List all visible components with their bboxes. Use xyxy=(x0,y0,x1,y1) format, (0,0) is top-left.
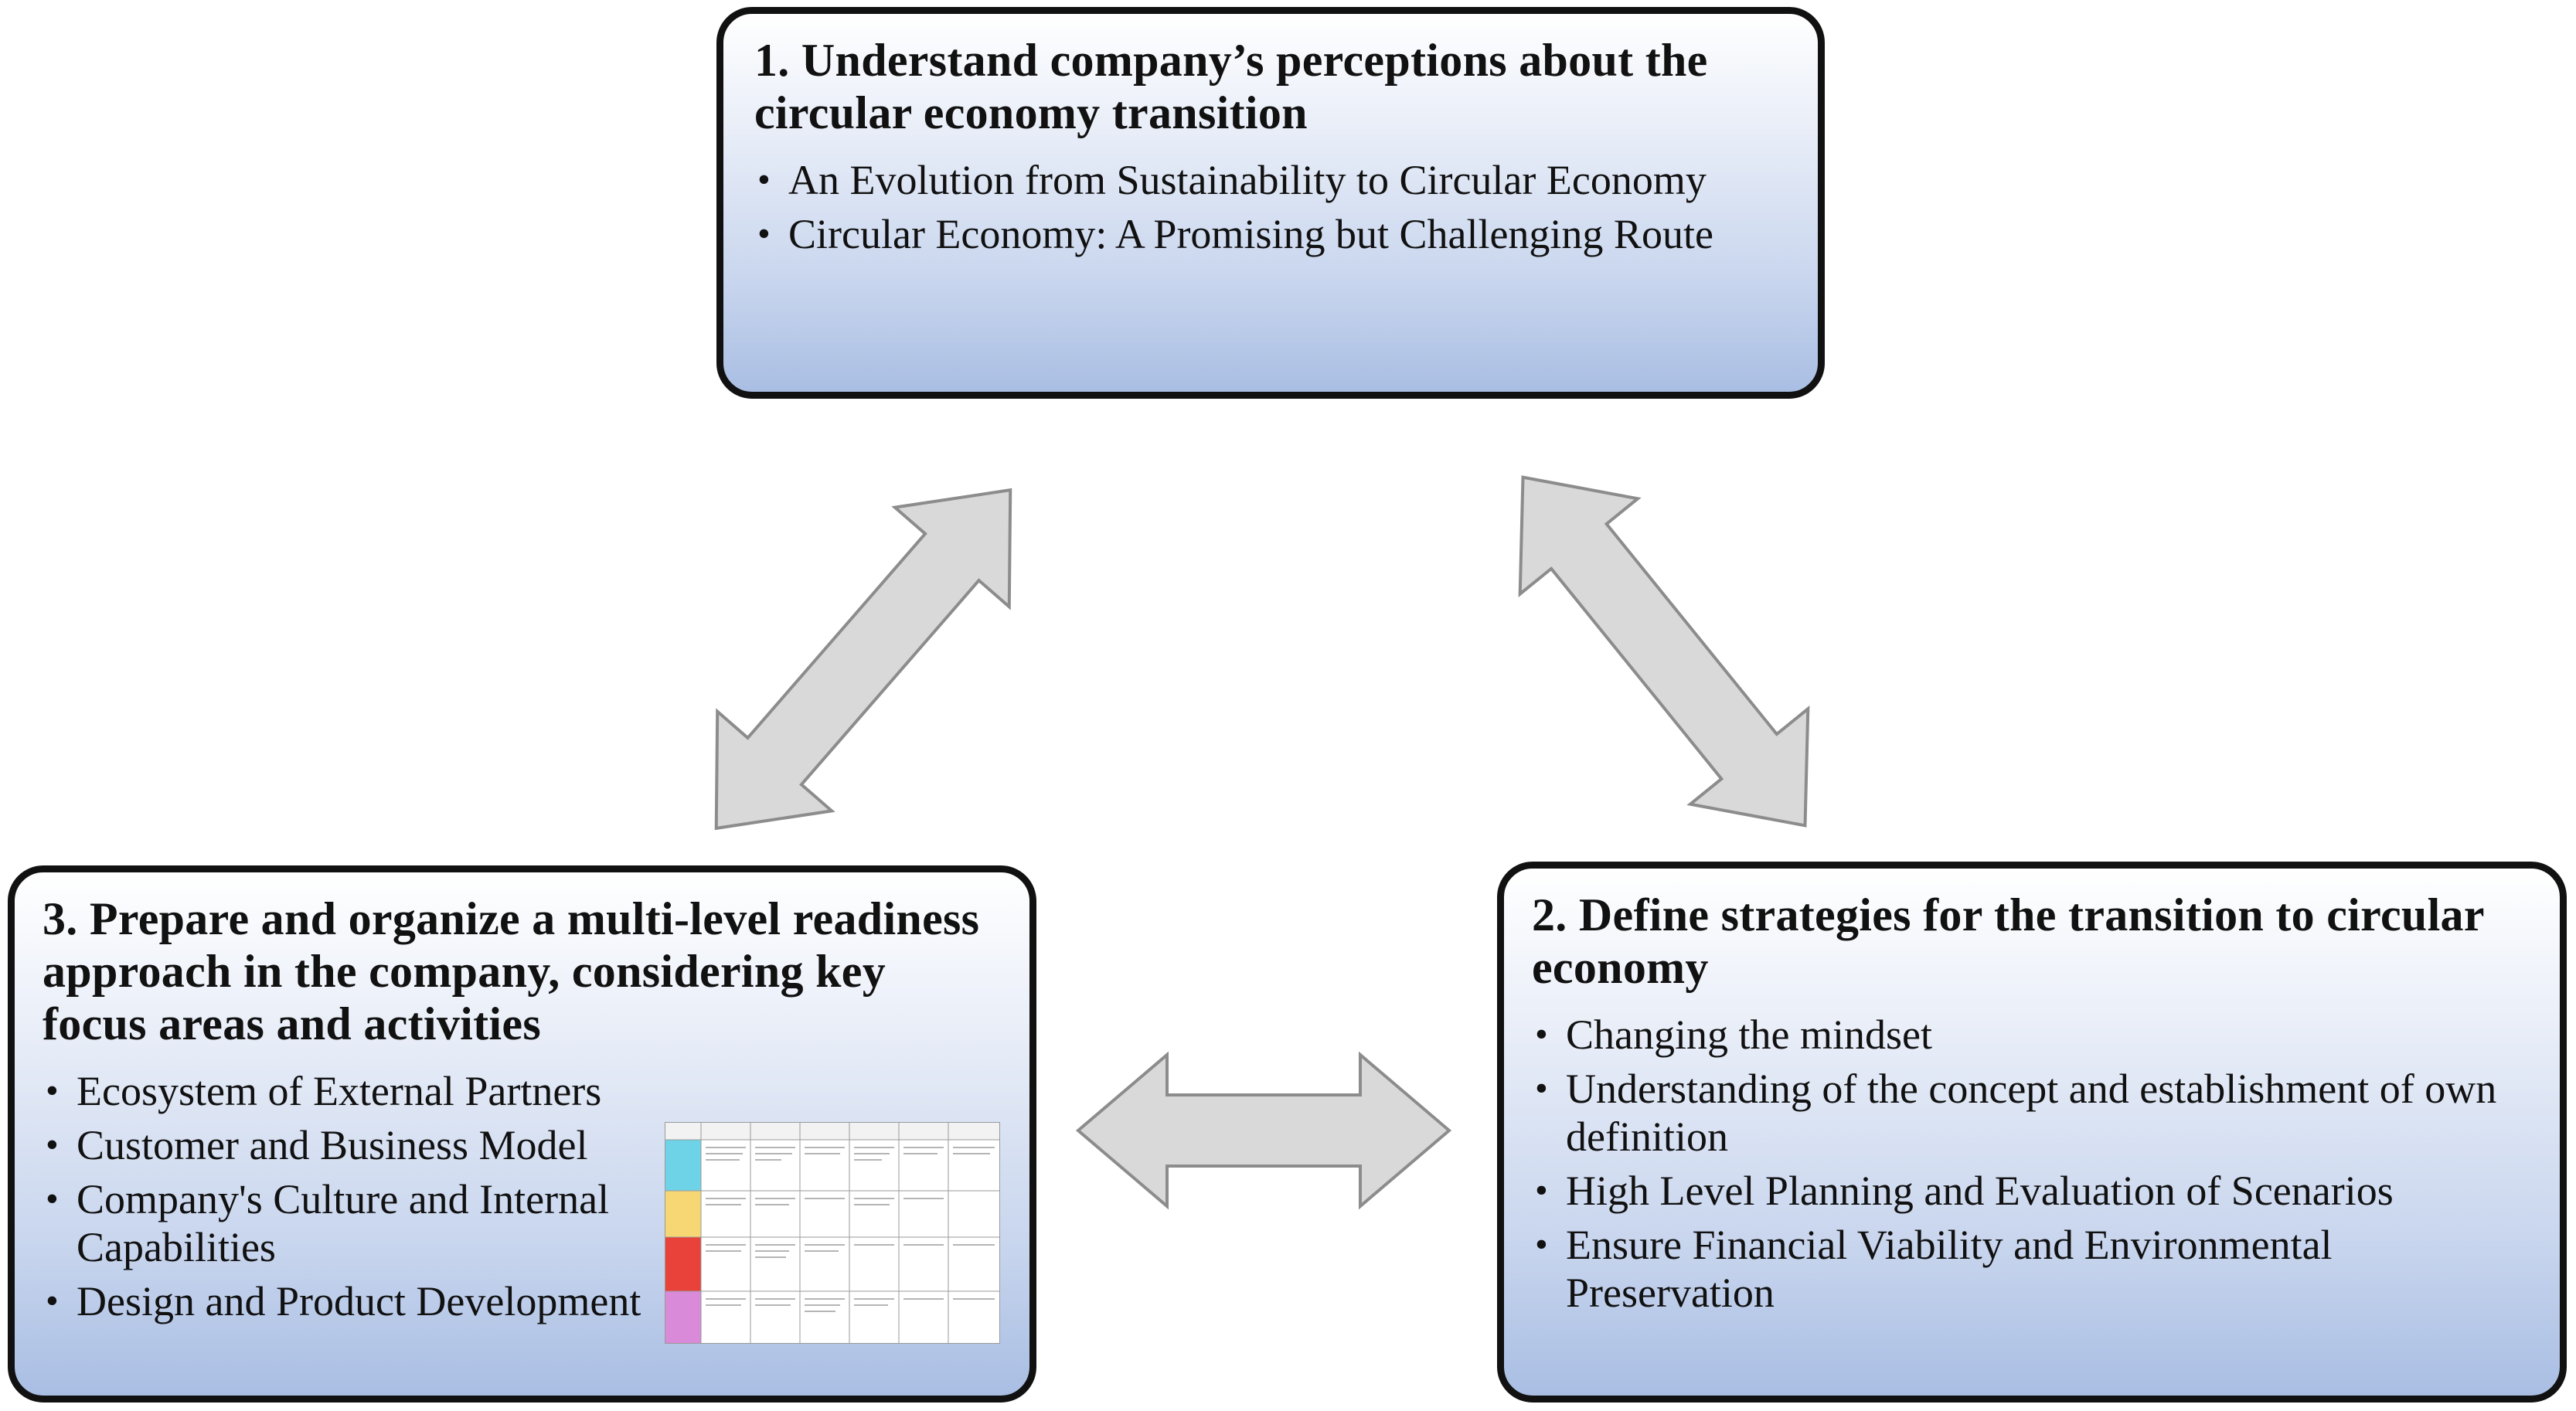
list-item: • Understanding of the concept and estab… xyxy=(1535,1066,2497,1160)
bullet-icon: • xyxy=(1535,1014,1548,1055)
bullet-icon: • xyxy=(1535,1170,1548,1211)
step-3-title: 3. Prepare and organize a multi-level re… xyxy=(43,893,980,1049)
list-item: • Design and Product Development xyxy=(46,1278,641,1324)
bullet-icon: • xyxy=(757,213,771,254)
step-1-title: 1. Understand company’s perceptions abou… xyxy=(754,35,1708,138)
double-arrow-icon-left-diagonal xyxy=(714,488,1012,831)
bullet-icon: • xyxy=(46,1178,59,1219)
list-item: • Company's Culture and Internal Capabil… xyxy=(46,1176,610,1270)
bullet-icon: • xyxy=(46,1280,59,1321)
readiness-matrix-thumbnail xyxy=(665,1122,1000,1344)
bullet-icon: • xyxy=(46,1070,59,1111)
list-item: • High Level Planning and Evaluation of … xyxy=(1535,1168,2394,1214)
step-2-box: 2. Define strategies for the transition … xyxy=(1497,862,2567,1402)
list-item: • Customer and Business Model xyxy=(46,1122,588,1168)
matrix-thumbnail-image xyxy=(665,1123,999,1343)
step-1-box: 1. Understand company’s perceptions abou… xyxy=(716,7,1825,399)
double-arrow-icon-horizontal xyxy=(1075,1051,1452,1210)
bullet-icon: • xyxy=(757,159,771,200)
list-item: • Ecosystem of External Partners xyxy=(46,1068,602,1114)
list-item: • Changing the mindset xyxy=(1535,1012,1932,1058)
bullet-icon: • xyxy=(1535,1068,1548,1109)
step-1-list: • An Evolution from Sustainability to Ci… xyxy=(754,156,1790,258)
list-item: • Ensure Financial Viability and Environ… xyxy=(1535,1222,2333,1316)
bullet-icon: • xyxy=(46,1124,59,1165)
list-item: • Circular Economy: A Promising but Chal… xyxy=(757,211,1713,257)
step-2-title: 2. Define strategies for the transition … xyxy=(1532,889,2484,993)
bullet-icon: • xyxy=(1535,1224,1548,1265)
double-arrow-icon-right-diagonal xyxy=(1518,475,1810,828)
list-item: • An Evolution from Sustainability to Ci… xyxy=(757,157,1707,203)
step-3-list: • Ecosystem of External Partners • Custo… xyxy=(43,1067,661,1325)
step-3-box: 3. Prepare and organize a multi-level re… xyxy=(8,865,1036,1402)
step-2-list: • Changing the mindset • Understanding o… xyxy=(1532,1011,2532,1317)
